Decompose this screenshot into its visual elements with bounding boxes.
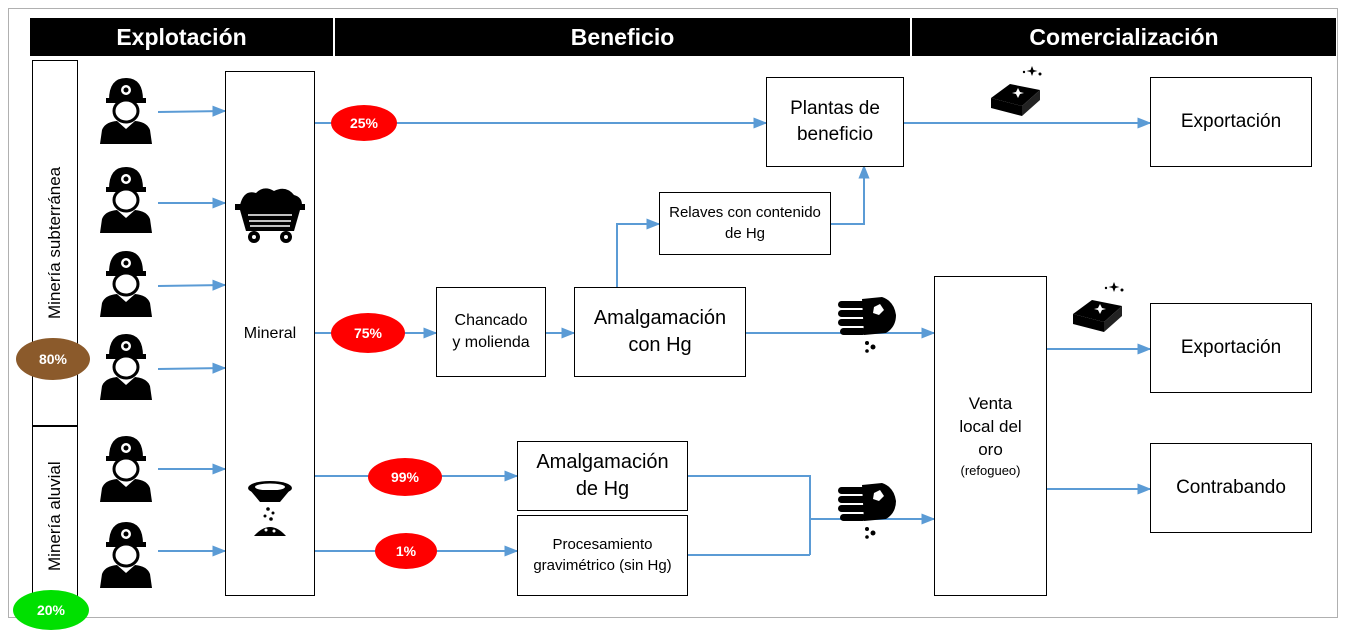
arrow-miner1-mineral xyxy=(157,105,227,117)
miner-icon xyxy=(100,334,152,400)
relaves-box: Relaves con contenido de Hg xyxy=(659,192,831,255)
header-comercializacion: Comercialización xyxy=(912,18,1336,56)
header-beneficio: Beneficio xyxy=(335,18,910,56)
badge-20: 20% xyxy=(13,590,89,630)
refogueo-label: (refogueo) xyxy=(960,462,1021,478)
hand-gold-icon xyxy=(838,297,896,353)
badge-80: 80% xyxy=(16,338,90,380)
contrabando-box: Contrabando xyxy=(1150,443,1312,533)
amalgamacion-de-hg-box: Amalgamación de Hg xyxy=(517,441,688,511)
amalgamacion-con-hg-box: Amalgamación con Hg xyxy=(574,287,746,377)
miner-icon xyxy=(100,436,152,502)
badge-25: 25% xyxy=(331,105,397,141)
side-box-aluvial xyxy=(32,426,78,606)
line-amalgamacion-de-merge xyxy=(688,475,811,555)
badge-1: 1% xyxy=(375,533,437,569)
export2-box: Exportación xyxy=(1150,303,1312,393)
badge-75: 75% xyxy=(331,313,405,353)
header-explotacion: Explotación xyxy=(30,18,333,56)
plantas-box: Plantas de beneficio xyxy=(766,77,904,167)
chancado-box: Chancado y molienda xyxy=(436,287,546,377)
miner-icon xyxy=(100,522,152,588)
arrow-miner4-mineral xyxy=(157,362,227,374)
gold-pan-icon xyxy=(248,481,292,536)
gravimetrico-box: Procesamiento gravimétrico (sin Hg) xyxy=(517,515,688,596)
arrow-miner3-mineral xyxy=(157,279,227,291)
export1-box: Exportación xyxy=(1150,77,1312,167)
venta-box: Venta local del oro (refogueo) xyxy=(934,276,1047,596)
mineral-box: Mineral xyxy=(225,71,315,596)
badge-99: 99% xyxy=(368,458,442,496)
arrow-relaves-plantas xyxy=(831,164,870,225)
miner-icon xyxy=(100,251,152,317)
venta-label: Venta local del oro xyxy=(959,393,1022,459)
mineral-label: Mineral xyxy=(243,324,297,342)
diagram-frame xyxy=(8,8,1338,618)
miner-icon xyxy=(100,167,152,233)
hand-gold-icon xyxy=(838,483,896,539)
miner-icon xyxy=(100,78,152,144)
gold-bar-icon xyxy=(991,66,1042,116)
arrow-amalgamacion-relaves xyxy=(616,218,661,287)
mine-cart-icon xyxy=(235,188,305,243)
gold-bar-icon xyxy=(1073,282,1124,332)
